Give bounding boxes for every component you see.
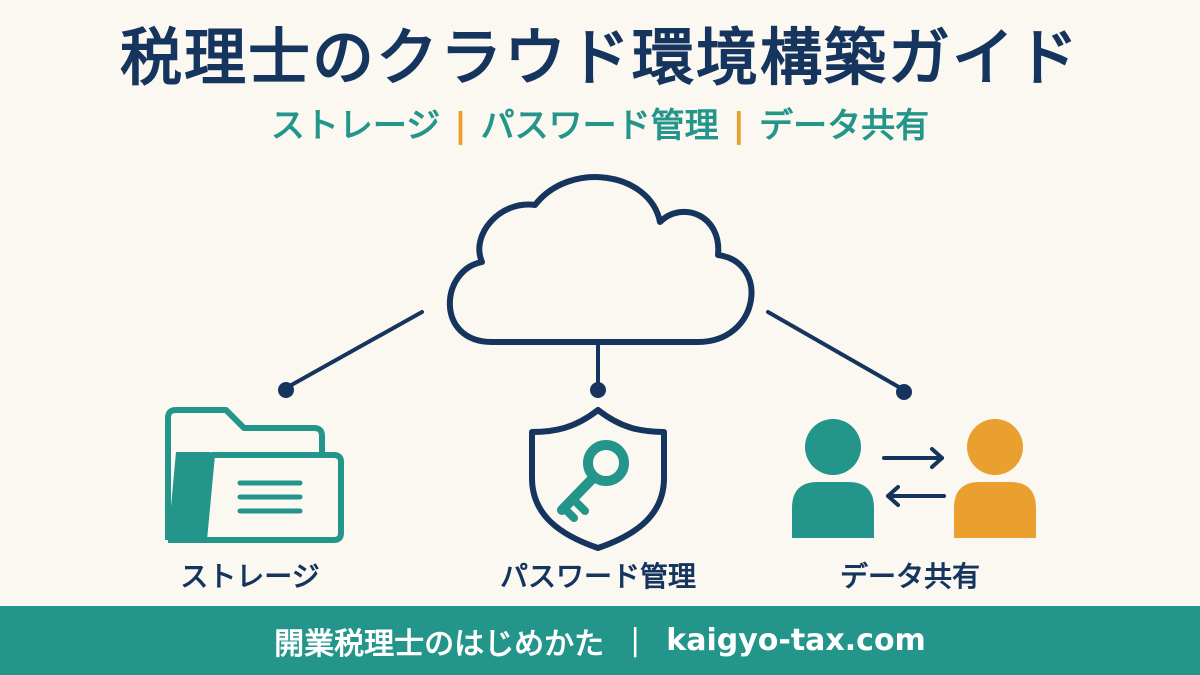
feature-label-storage: ストレージ: [180, 560, 320, 593]
person-icon-left: [792, 419, 874, 538]
connector-dots: [278, 382, 912, 400]
feature-label-sharing: データ共有: [839, 560, 980, 593]
subtitle-separator: |: [454, 106, 467, 146]
cloud-icon: [446, 174, 755, 345]
arrow-left-icon: [886, 485, 946, 507]
subtitle: ストレージ | パスワード管理 | データ共有: [0, 104, 1200, 148]
subtitle-item-storage: ストレージ: [270, 106, 441, 146]
footer-separator: |: [630, 623, 641, 658]
folder-icon: [165, 407, 344, 543]
data-sharing-icon: [792, 419, 1036, 538]
subtitle-item-password: パスワード管理: [480, 106, 719, 146]
person-icon-right: [954, 419, 1036, 538]
cloud-diagram: [165, 174, 1036, 551]
page-title: 税理士のクラウド環境構築ガイド: [119, 21, 1080, 94]
shield-key-icon: [529, 407, 667, 551]
subtitle-item-sharing: データ共有: [759, 106, 930, 146]
connector-lines: [284, 310, 906, 392]
footer-site-name: 開業税理士のはじめかた: [274, 626, 605, 662]
footer-url: kaigyo-tax.com: [666, 623, 926, 658]
feature-label-password: パスワード管理: [499, 560, 696, 593]
subtitle-separator: |: [732, 106, 746, 146]
footer-bar: 開業税理士のはじめかた | kaigyo-tax.com: [0, 606, 1200, 675]
arrow-right-icon: [882, 447, 944, 469]
